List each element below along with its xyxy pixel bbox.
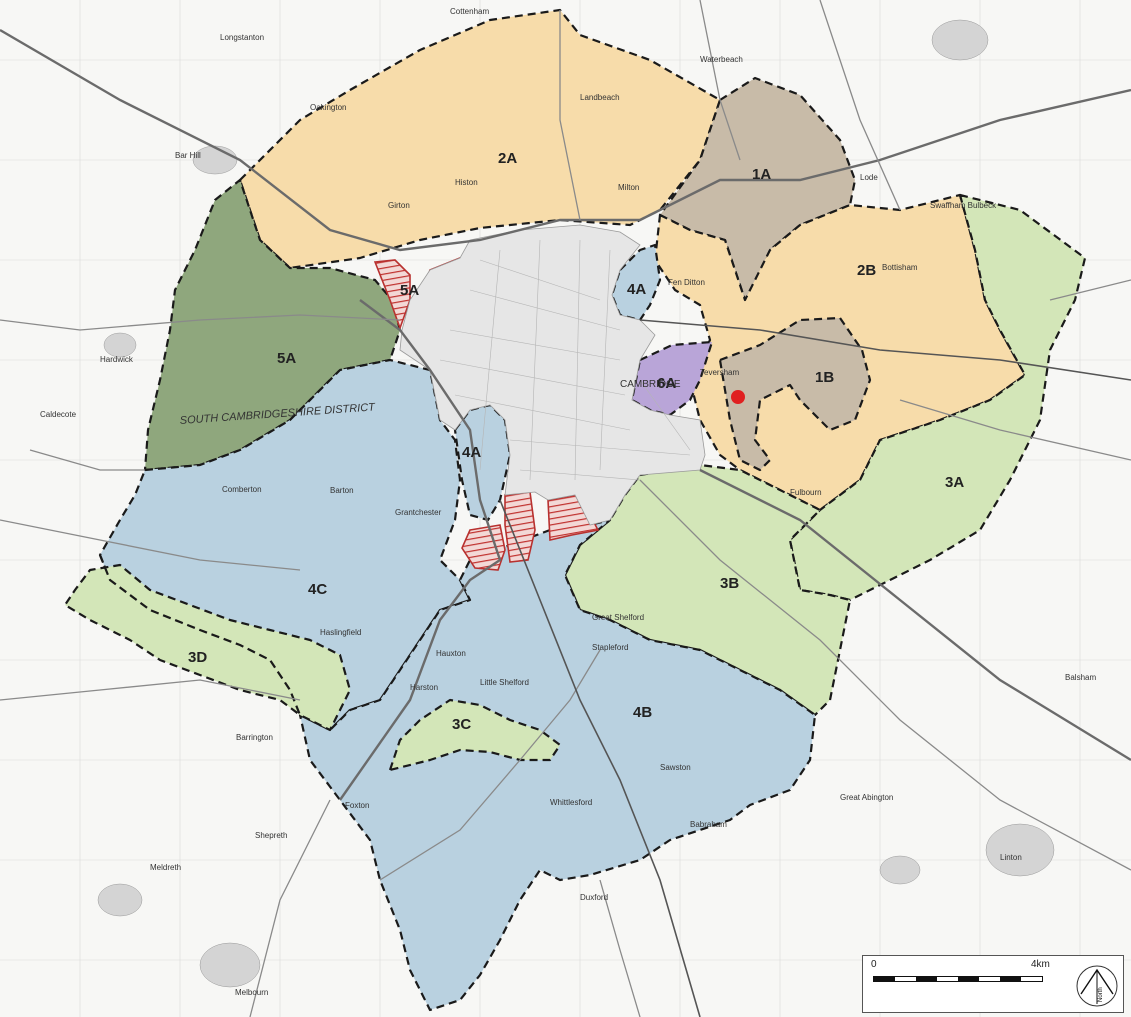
- place-comberton: Comberton: [222, 485, 262, 494]
- place-whittlesford: Whittlesford: [550, 798, 592, 807]
- place-foxton: Foxton: [345, 801, 369, 810]
- place-balsham: Balsham: [1065, 673, 1096, 682]
- a10-road: [379, 649, 601, 881]
- zone-label-3b: 3B: [720, 575, 739, 592]
- zone-label-3c: 3C: [452, 716, 471, 733]
- place-linton: Linton: [1000, 853, 1022, 862]
- place-girton: Girton: [388, 201, 410, 210]
- a428-road: [0, 314, 401, 331]
- place-histon: Histon: [455, 178, 478, 187]
- site-marker[interactable]: [731, 390, 745, 404]
- place-landbeach: Landbeach: [580, 93, 620, 102]
- zone-label-6a: 6A: [657, 375, 676, 392]
- place-harston: Harston: [410, 683, 438, 692]
- zone-2a[interactable]: [238, 8, 722, 270]
- place-great-abington: Great Abington: [840, 793, 893, 802]
- place-bar-hill: Bar Hill: [175, 151, 201, 160]
- place-stapleford: Stapleford: [592, 643, 628, 652]
- zone-label-4a-north: 4A: [627, 281, 646, 298]
- place-grantchester: Grantchester: [395, 508, 442, 517]
- scale-bar: [873, 976, 1043, 982]
- zone-3d[interactable]: [63, 553, 352, 732]
- place-shepreth: Shepreth: [255, 831, 287, 840]
- place-milton: Milton: [618, 183, 639, 192]
- zones-layer: [63, 8, 1087, 1012]
- place-little-shelford: Little Shelford: [480, 678, 529, 687]
- place-bottisham: Bottisham: [882, 263, 918, 272]
- north-arrow-icon: North: [1076, 965, 1118, 1007]
- zone-label-3a: 3A: [945, 474, 964, 491]
- zone-3a[interactable]: [788, 193, 1087, 602]
- zone-label-5a-west: 5A: [277, 350, 296, 367]
- place-caldecote: Caldecote: [40, 410, 77, 419]
- north-label: North: [1098, 987, 1104, 1002]
- place-cottenham: Cottenham: [450, 7, 489, 16]
- zone-label-1b: 1B: [815, 369, 834, 386]
- place-babraham: Babraham: [690, 820, 727, 829]
- place-fen-ditton: Fen Ditton: [668, 278, 705, 287]
- scale-bar-box: 0 4km North: [862, 955, 1124, 1013]
- place-hauxton: Hauxton: [436, 649, 466, 658]
- zone-label-3d: 3D: [188, 649, 207, 666]
- place-fulbourn: Fulbourn: [790, 488, 822, 497]
- place-longstanton: Longstanton: [220, 33, 264, 42]
- zone-1a[interactable]: [658, 76, 857, 302]
- a1307-road: [639, 479, 1131, 871]
- outer-settlements: [97, 19, 1055, 988]
- place-lode: Lode: [860, 173, 878, 182]
- railway-line: [499, 499, 701, 1017]
- a14-road: [0, 28, 1131, 252]
- zone-1b[interactable]: [718, 316, 872, 472]
- place-melbourn: Melbourn: [235, 988, 268, 997]
- city-label: CAMBRIDGE: [620, 379, 681, 390]
- zone-labels: 2A 1A 2B 1B 3A 3B 3C 3D 4A 4A 4B 4C 5A 5…: [188, 150, 964, 733]
- place-waterbeach: Waterbeach: [700, 55, 743, 64]
- place-duxford: Duxford: [580, 893, 608, 902]
- place-barton: Barton: [330, 486, 354, 495]
- hatch-south-1[interactable]: [461, 524, 506, 571]
- m11-road: [339, 299, 502, 801]
- place-haslingfield: Haslingfield: [320, 628, 361, 637]
- place-sawston: Sawston: [660, 763, 691, 772]
- zone-label-5a-north: 5A: [400, 282, 419, 299]
- place-hardwick: Hardwick: [100, 355, 134, 364]
- zone-4b[interactable]: [298, 518, 817, 1012]
- zone-label-4c: 4C: [308, 581, 327, 598]
- place-swaffham-bulbeck: Swaffham Bulbeck: [930, 201, 997, 210]
- zone-label-4a-south: 4A: [462, 444, 481, 461]
- zone-label-4b: 4B: [633, 704, 652, 721]
- place-oakington: Oakington: [310, 103, 346, 112]
- zone-3c[interactable]: [388, 698, 562, 772]
- zone-label-1a: 1A: [752, 166, 771, 183]
- railway-line-east: [639, 319, 1131, 381]
- scale-zero-label: 0: [871, 959, 877, 970]
- scale-max-label: 4km: [1031, 959, 1050, 970]
- place-barrington: Barrington: [236, 733, 273, 742]
- a11-road: [699, 468, 1131, 762]
- urban-street-texture: [439, 239, 691, 481]
- zone-label-2b: 2B: [857, 262, 876, 279]
- place-great-shelford: Great Shelford: [592, 613, 644, 622]
- place-meldreth: Meldreth: [150, 863, 181, 872]
- place-names: Cottenham Longstanton Oakington Histon G…: [40, 7, 1096, 997]
- zone-label-2a: 2A: [498, 150, 517, 167]
- zone-4a-south[interactable]: [453, 403, 512, 522]
- place-teversham: Teversham: [700, 368, 739, 377]
